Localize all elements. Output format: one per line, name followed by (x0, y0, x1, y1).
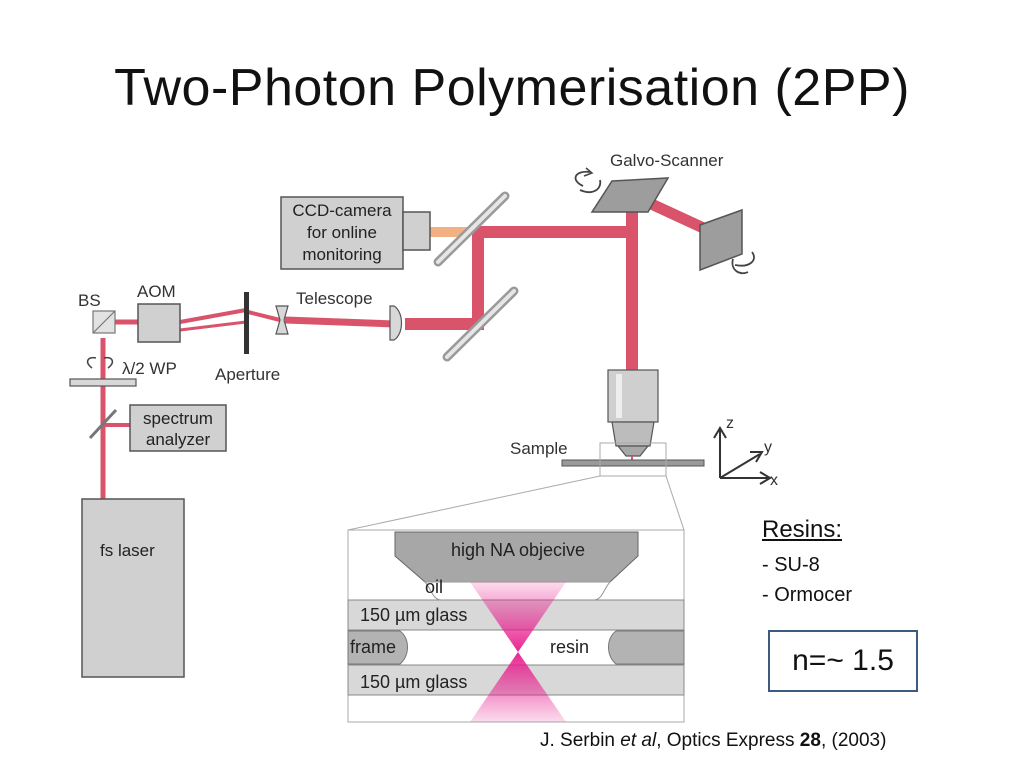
ccd-camera: CCD-camera for online monitoring (280, 196, 431, 270)
resin-item-su8: - SU-8 (762, 554, 820, 576)
mirror-lower (442, 286, 519, 362)
inset-frame-label: frame (350, 637, 396, 657)
focus-inset (347, 529, 685, 723)
inset-oil-label: oil (425, 577, 443, 597)
sample-label: Sample (510, 439, 568, 458)
axis-z-label: z (726, 415, 734, 432)
ccd-label-2: for online (307, 223, 377, 242)
bs-label: BS (78, 291, 101, 310)
aperture-plate (244, 292, 249, 354)
ccd-label-3: monitoring (302, 245, 381, 264)
slide-title: Two-Photon Polymerisation (2PP) (114, 59, 910, 117)
zoom-line-right (665, 475, 685, 531)
sample-stage (561, 442, 705, 477)
inset-glass-top-label: 150 µm glass (360, 605, 467, 625)
telescope (275, 305, 403, 341)
citation-volume: 28 (799, 730, 821, 751)
resins-list: Resins: - SU-8 - Ormocer (762, 516, 852, 610)
galvo-scanner-label: Galvo-Scanner (610, 151, 724, 170)
spectrum-label-1: spectrum (143, 409, 213, 428)
citation-journal: , Optics Express (656, 730, 800, 751)
refractive-index-box: n=~ 1.5 (768, 630, 918, 692)
waveplate (69, 356, 137, 387)
resin-item-ormocer: - Ormocer (762, 584, 852, 606)
inset-resin-label: resin (550, 637, 589, 657)
mirror-upper (433, 191, 510, 267)
ccd-label-1: CCD-camera (292, 201, 392, 220)
citation-year: , (2003) (820, 730, 887, 751)
inset-glass-bottom-label: 150 µm glass (360, 672, 467, 692)
pickoff-mirror (88, 408, 118, 440)
galvo-mirror-2 (699, 208, 755, 275)
beam-splitter (92, 310, 116, 334)
waveplate-label: λ/2 WP (122, 359, 177, 378)
axis-y-label: y (764, 439, 772, 456)
spectrum-analyzer: spectrum analyzer (129, 404, 227, 452)
citation: J. Serbin et al, Optics Express 28, (200… (540, 730, 886, 752)
fs-laser-label: fs laser (100, 541, 155, 560)
microscope-objective (607, 369, 659, 462)
telescope-label: Telescope (296, 289, 373, 308)
coordinate-axes (713, 426, 772, 485)
galvo-mirror-1 (574, 167, 670, 213)
axis-x-label: x (770, 472, 778, 489)
spectrum-label-2: analyzer (146, 430, 211, 449)
inset-objective-label: high NA objecive (451, 540, 585, 560)
resins-heading: Resins: (762, 516, 843, 543)
citation-etal: et al (620, 730, 657, 751)
fs-laser: fs laser (81, 498, 185, 678)
aperture-label: Aperture (215, 365, 280, 384)
aom-box (137, 303, 181, 343)
zoom-line-left (347, 475, 601, 531)
aom-label: AOM (137, 282, 176, 301)
refractive-index-value: n=~ 1.5 (792, 644, 894, 677)
citation-author: J. Serbin (540, 730, 621, 751)
